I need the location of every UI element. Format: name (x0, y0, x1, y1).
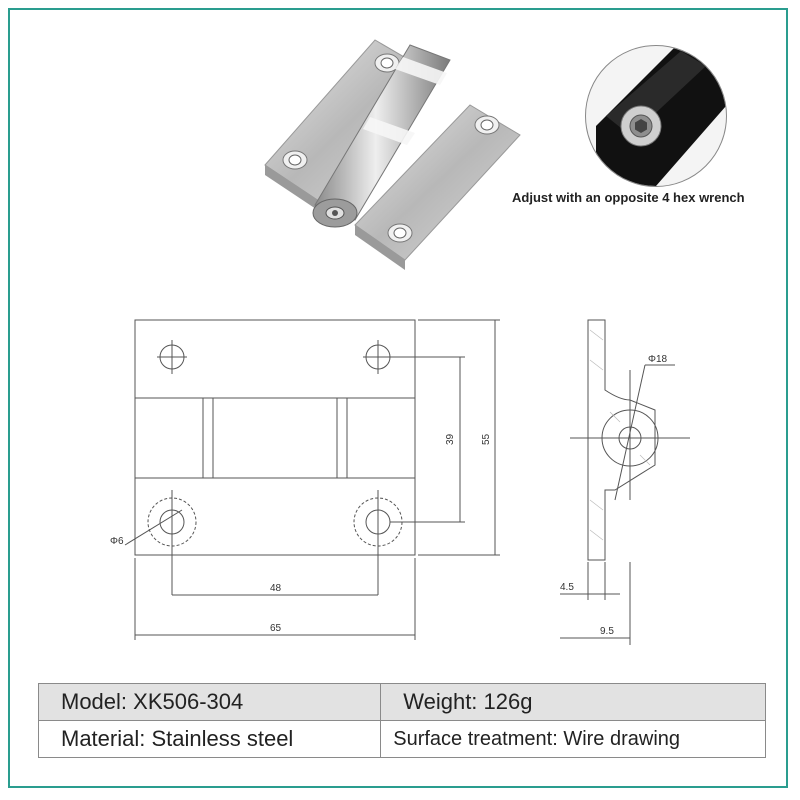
technical-drawing: 48 65 Φ6 39 55 Φ18 4.5 9.5 (110, 319, 690, 645)
hex-socket-closeup (585, 45, 727, 187)
surface-cell: Surface treatment: Wire drawing (380, 720, 766, 758)
material-cell: Material: Stainless steel (37, 720, 382, 758)
wrench-caption: Adjust with an opposite 4 hex wrench (512, 190, 745, 205)
dim-55: 55 (481, 433, 492, 445)
dim-48: 48 (270, 583, 282, 594)
dim-4-5: 4.5 (560, 582, 574, 593)
weight-cell: Weight: 126g (380, 683, 766, 721)
hinge-photo (264, 39, 521, 270)
dim-9-5: 9.5 (600, 626, 614, 637)
table-row: Material: Stainless steel Surface treatm… (37, 720, 766, 758)
dim-phi6: Φ6 (110, 536, 124, 547)
side-view-outline (587, 319, 656, 561)
front-view-outline (134, 319, 416, 556)
dim-39: 39 (445, 433, 456, 445)
page-border (8, 8, 788, 788)
dim-65: 65 (270, 623, 282, 634)
spec-table: Model: XK506-304 Weight: 126g Material: … (37, 683, 766, 758)
table-row: Model: XK506-304 Weight: 126g (37, 683, 766, 721)
model-cell: Model: XK506-304 (37, 683, 382, 721)
dim-phi18: Φ18 (648, 354, 668, 365)
